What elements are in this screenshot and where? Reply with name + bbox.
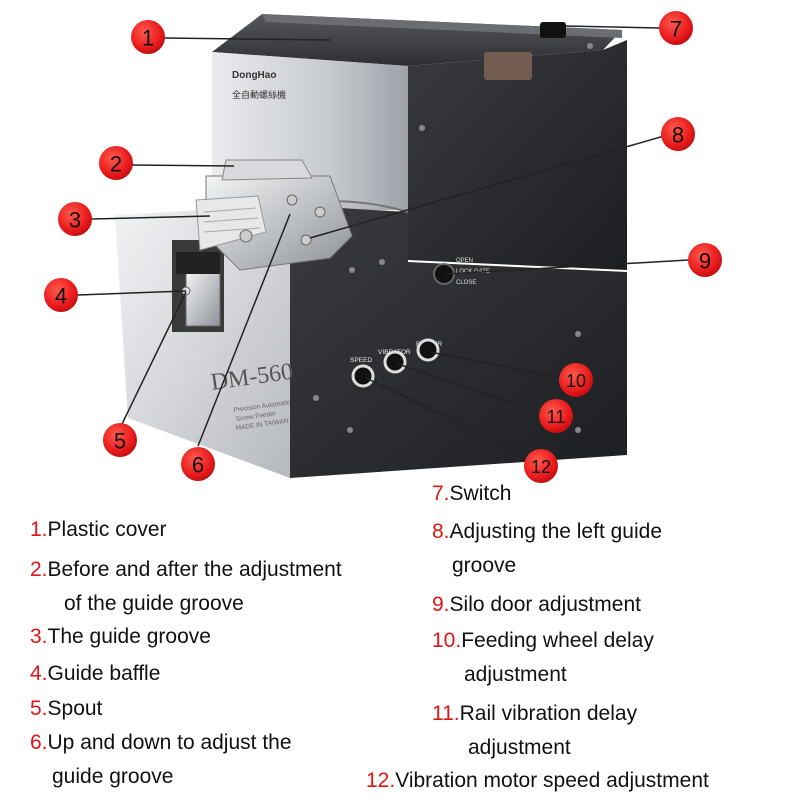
callout-2: 2: [99, 146, 133, 180]
callout-10: 10: [559, 363, 593, 397]
label-speed: SPEED: [350, 357, 372, 364]
vibrator-knob[interactable]: [383, 350, 407, 374]
svg-text:5: 5: [114, 429, 126, 454]
callout-7: 7: [659, 11, 693, 45]
callout-9: 9: [688, 243, 722, 277]
callout-11: 11: [539, 399, 573, 433]
roller-knob[interactable]: [416, 338, 440, 362]
svg-text:4: 4: [55, 284, 67, 309]
switch[interactable]: [540, 22, 566, 38]
legend-item-10: 10.Feeding wheel delay adjustment: [432, 629, 654, 686]
svg-text:11: 11: [547, 407, 566, 427]
callout-1: 1: [131, 20, 165, 54]
leader-lines: [77, 25, 689, 457]
callout-8: 8: [661, 117, 695, 151]
silo-window: [484, 52, 532, 80]
svg-text:12: 12: [531, 457, 551, 477]
svg-text:8: 8: [672, 123, 684, 148]
svg-text:9: 9: [699, 249, 711, 274]
legend-item-4: 4.Guide baffle: [30, 662, 161, 685]
svg-text:3: 3: [69, 208, 81, 233]
callout-6: 6: [181, 447, 215, 481]
machine-diagram: DongHao 全自動螺絲機 DM-560 Precision Automati…: [44, 11, 722, 483]
spout-assembly: [172, 240, 224, 332]
legend-item-12: 12.Vibration motor speed adjustment: [366, 769, 709, 792]
callout-5: 5: [103, 423, 137, 457]
speed-knob[interactable]: [351, 364, 375, 388]
label-open: OPEN: [456, 258, 473, 264]
legend-item-11: 11.Rail vibration delay adjustment: [432, 702, 638, 759]
svg-text:2: 2: [110, 152, 122, 177]
legend-item-6: 6.Up and down to adjust the guide groove: [30, 731, 292, 788]
screws: [313, 43, 593, 433]
svg-text:1: 1: [142, 26, 154, 51]
svg-text:7: 7: [670, 17, 682, 42]
legend-item-9: 9.Silo door adjustment: [432, 593, 641, 616]
legend-item-7: 7.Switch: [432, 482, 512, 505]
callout-4: 4: [44, 278, 78, 312]
svg-text:10: 10: [566, 371, 586, 391]
legend-item-5: 5.Spout: [30, 697, 103, 720]
legend-item-2: 2.Before and after the adjustment of the…: [30, 558, 342, 615]
callout-12: 12: [524, 449, 558, 483]
label-close: CLOSE: [456, 280, 476, 286]
legend-item-1: 1.Plastic cover: [30, 518, 167, 541]
legend-item-8: 8.Adjusting the left guide groove: [432, 520, 662, 577]
callout-3: 3: [58, 202, 92, 236]
guide-groove-assembly: [195, 159, 353, 271]
legend-item-3: 3.The guide groove: [30, 625, 211, 648]
svg-text:6: 6: [192, 453, 204, 478]
upper-dark-tower: [408, 40, 627, 270]
brand-logo: DongHao: [232, 70, 276, 81]
brand-chinese: 全自動螺絲機: [232, 89, 286, 101]
lower-silver-front: [115, 205, 290, 478]
